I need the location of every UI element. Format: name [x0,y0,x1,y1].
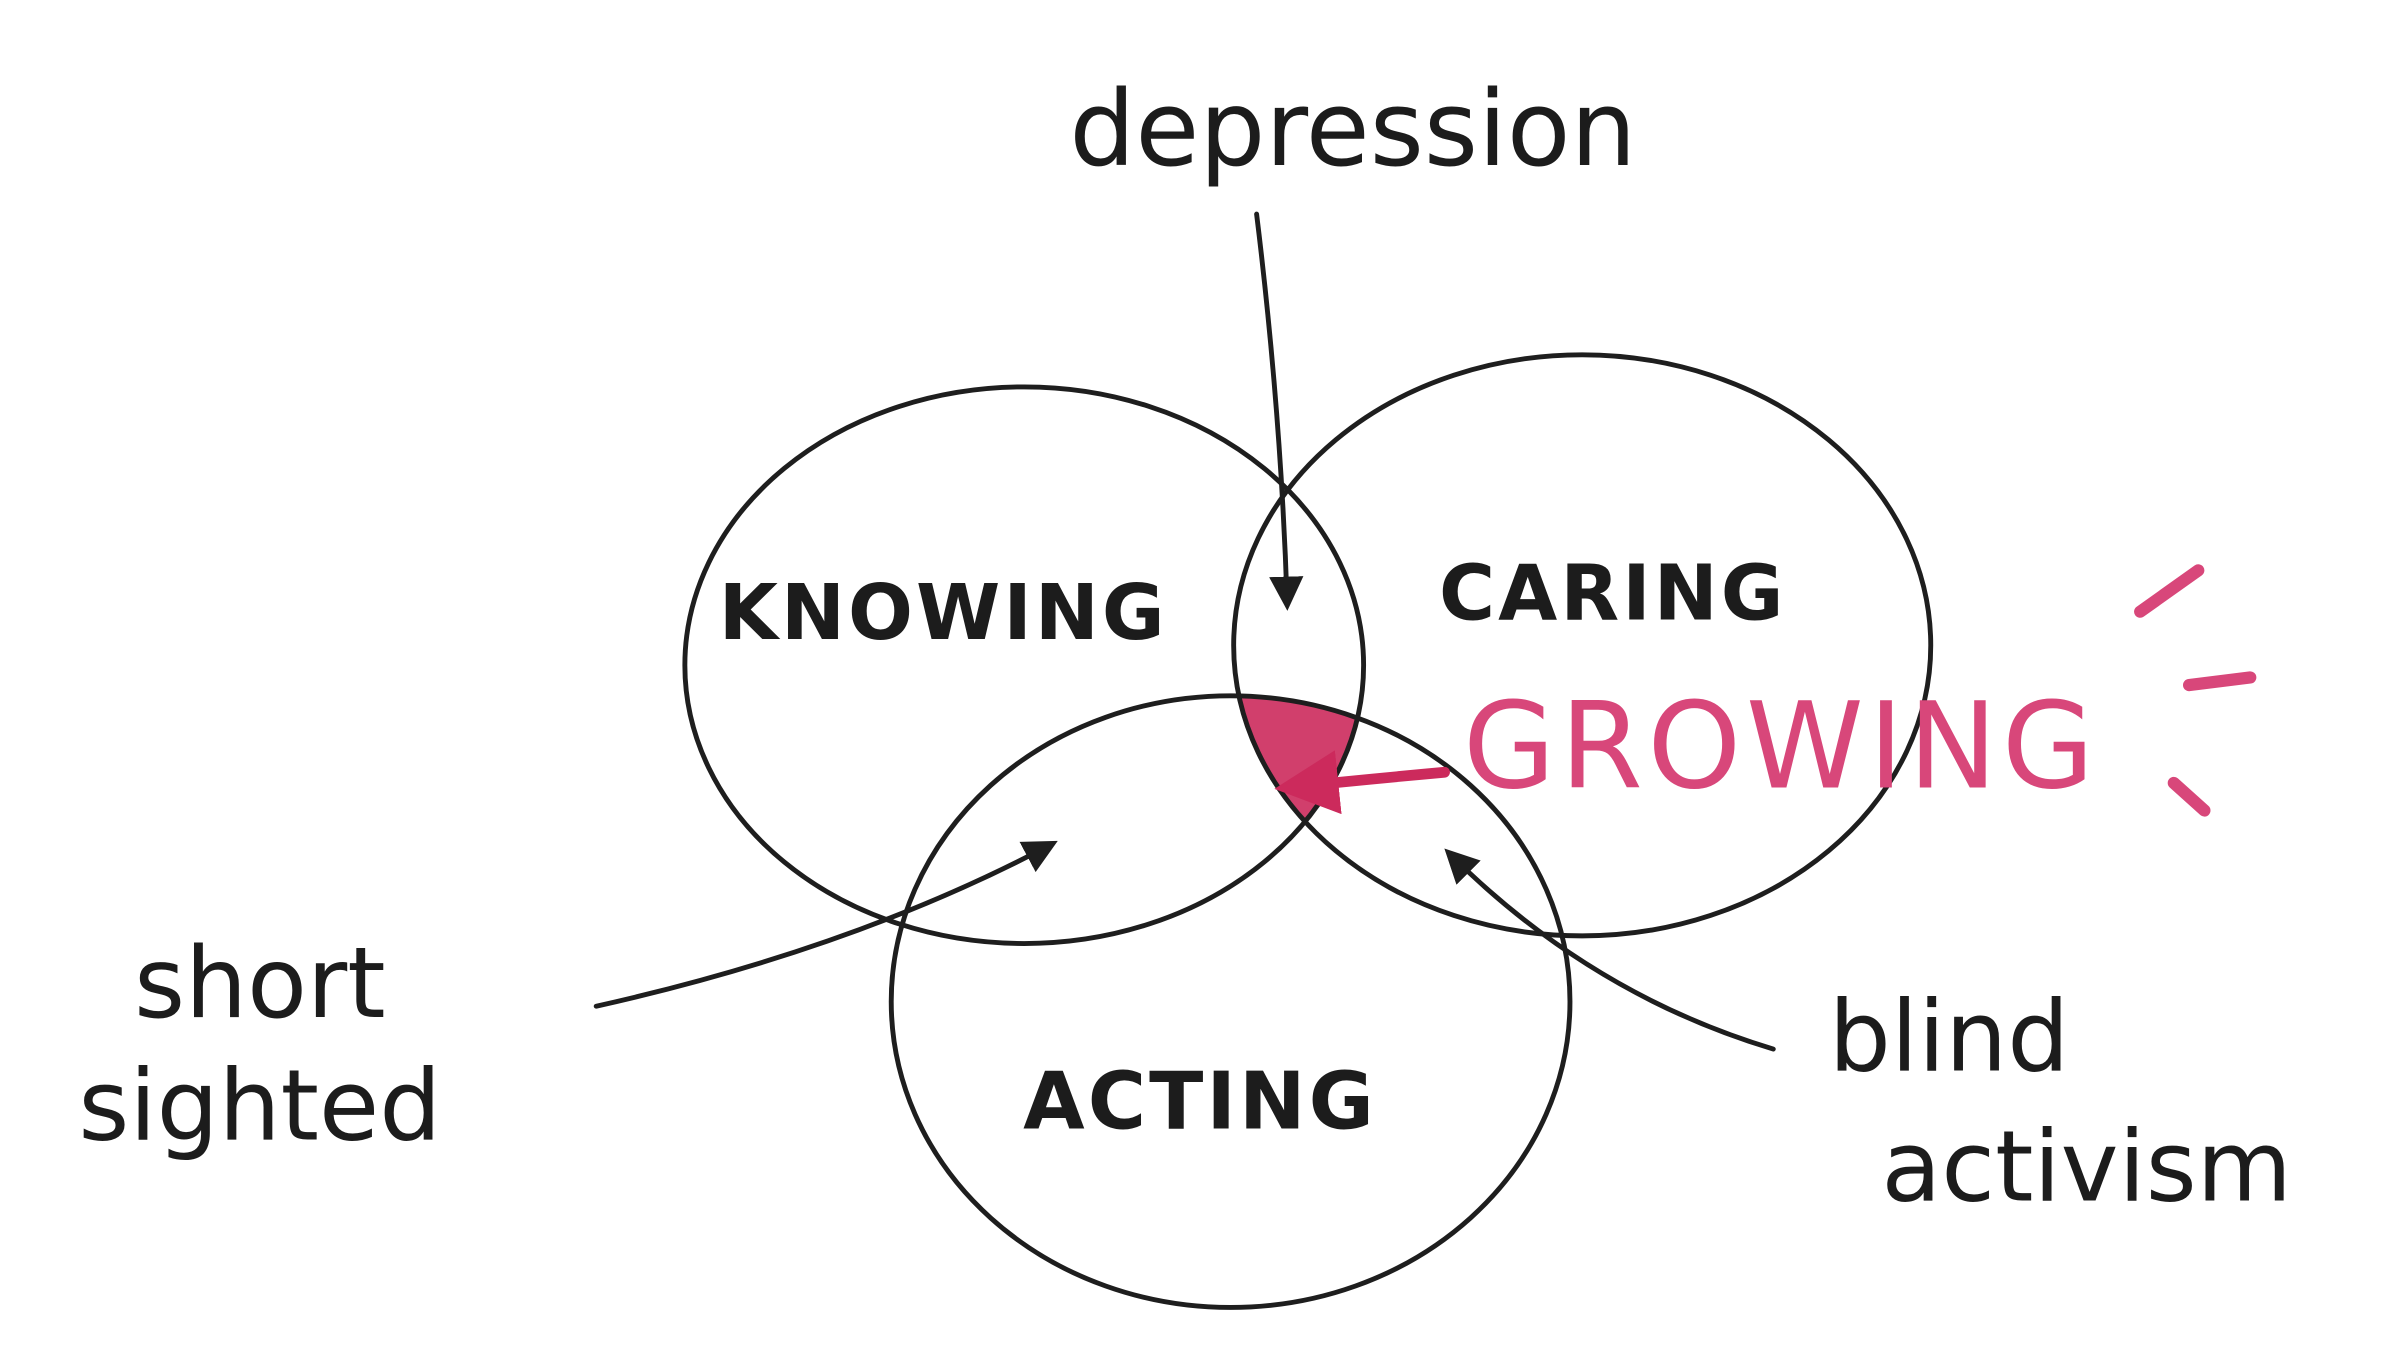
knowing-circle [682,384,1367,946]
depression-label: depression [1069,69,1636,190]
growing-arrow [1274,750,1450,815]
sighted-label: sighted [78,1049,441,1163]
short-label: short [134,927,385,1041]
caring-circle [1231,352,1934,939]
acting-label: ACTING [1023,1055,1377,1148]
blind-activism-arrow [1444,848,1776,1052]
growing-label: GROWING [1463,678,2099,817]
blind-label: blind [1829,980,2070,1094]
depression-arrow [1254,211,1304,611]
emphasis-dashes [2134,564,2257,817]
caring-label: CARING [1439,549,1787,638]
activism-label: activism [1881,1110,2292,1224]
knowing-label: KNOWING [719,569,1168,658]
short-sighted-arrow [593,840,1058,1009]
acting-circle [888,693,1573,1310]
